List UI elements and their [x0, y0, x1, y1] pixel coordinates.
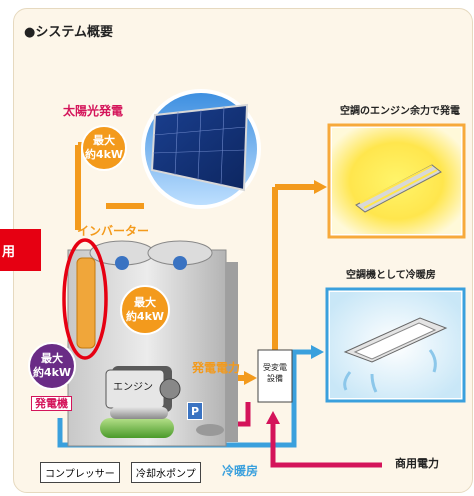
inverter-highlight-ring	[62, 238, 108, 360]
solar-label: 太陽光発電	[63, 104, 124, 118]
ac-output-title: 空調機として冷暖房	[346, 270, 436, 281]
inverter-label: インバーター	[77, 224, 150, 238]
lighting-panel-illustration	[327, 123, 466, 239]
outdoor-unit-illustration	[67, 240, 238, 447]
solar-panel-illustration	[141, 89, 261, 209]
lighting-output-title: 空調のエンジン余力で発電	[340, 106, 460, 117]
ac-panel-illustration	[325, 287, 466, 403]
hvac-flow-label: 冷暖房	[222, 464, 259, 478]
pump-label: 冷却水ポンプ	[131, 462, 201, 483]
substation-line2: 設備	[267, 374, 283, 384]
compressor-label: コンプレッサー	[40, 462, 120, 483]
engine-label: エンジン	[113, 382, 153, 393]
substation-box	[257, 349, 293, 403]
generator-badge-line1: 最大	[41, 352, 63, 366]
substation-label: 受変電 設備	[260, 362, 290, 384]
solar-output-badge: 最大 約4kW	[81, 125, 127, 171]
generator-badge-line2: 約4kW	[32, 366, 72, 379]
power-flow-label: 発電電力	[192, 361, 241, 375]
solar-badge-line1: 最大	[93, 134, 115, 148]
page-title: ●システム概要	[24, 25, 113, 40]
inverter-badge-line2: 約4kW	[125, 310, 165, 323]
substation-line1: 受変電	[263, 363, 287, 372]
hvac-flow-lines	[57, 349, 312, 448]
solar-badge-line2: 約4kW	[84, 148, 124, 161]
commercial-power-label: 商用電力	[395, 457, 439, 470]
generator-label: 発電機	[31, 396, 72, 411]
generator-output-badge: 最大 約4kW	[28, 342, 76, 390]
pump-symbol: P	[187, 402, 203, 420]
inverter-output-badge: 最大 約4kW	[120, 285, 170, 335]
side-tab[interactable]: 用	[0, 229, 41, 271]
side-tab-label: 用	[2, 244, 16, 260]
inverter-badge-line1: 最大	[134, 296, 156, 310]
